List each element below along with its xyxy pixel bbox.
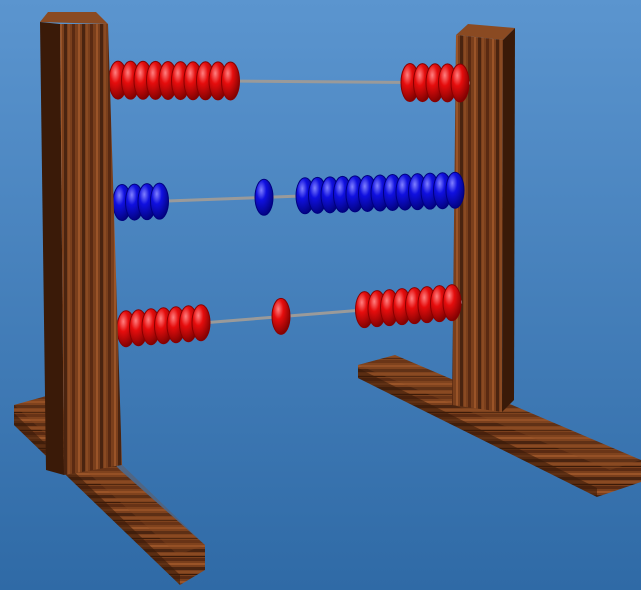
left-post: [40, 12, 122, 475]
blue-bead: [254, 178, 274, 216]
blue-bead: [445, 171, 465, 209]
red-bead: [450, 63, 470, 103]
red-bead: [191, 304, 211, 342]
right-post: [452, 24, 515, 412]
right-base: [358, 355, 641, 497]
red-bead: [442, 284, 462, 322]
red-bead: [221, 61, 240, 101]
red-bead: [271, 297, 291, 335]
beads: [108, 60, 470, 348]
blue-bead: [150, 182, 169, 220]
